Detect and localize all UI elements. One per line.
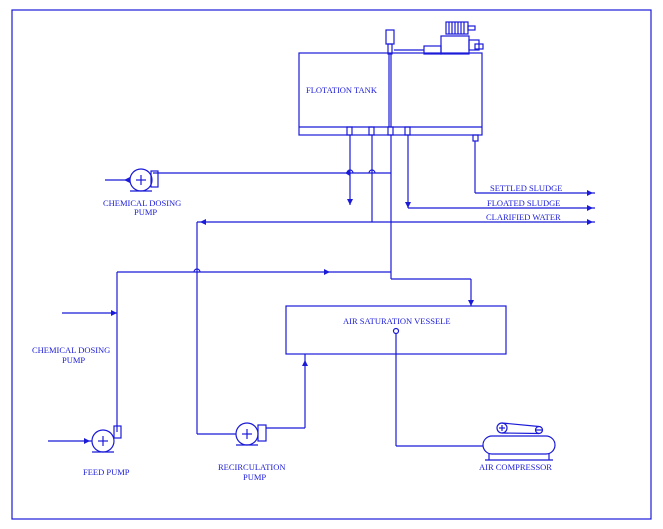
clarified-water-label: CLARIFIED WATER <box>486 212 561 222</box>
chemical-dosing-pump-left-label: CHEMICAL DOSING <box>32 345 110 355</box>
feed-pump-label: FEED PUMP <box>83 467 130 477</box>
chemical-dosing-pump-left-label-2: PUMP <box>62 355 85 365</box>
diagram-frame <box>11 9 652 520</box>
chemical-dosing-pump-top-label: CHEMICAL DOSING <box>103 198 181 208</box>
recirculation-pump-label: RECIRCULATION <box>218 462 286 472</box>
floated-sludge-label: FLOATED SLUDGE <box>487 198 560 208</box>
motor-icon <box>394 21 484 55</box>
arrow-icon <box>84 170 593 444</box>
central-column <box>385 29 395 127</box>
chemical-dosing-pump-top-label-2: PUMP <box>134 207 157 217</box>
air-compressor-label: AIR COMPRESSOR <box>479 462 552 472</box>
compressor-icon <box>482 422 556 461</box>
settled-sludge-label: SETTLED SLUDGE <box>490 183 562 193</box>
flotation-tank-label: FLOTATION TANK <box>306 85 378 95</box>
air-saturation-vessel-label: AIR SATURATION VESSELE <box>343 316 451 326</box>
pump-icon <box>235 422 267 446</box>
pump-icon <box>129 168 159 192</box>
recirculation-pump-label-2: PUMP <box>243 472 266 482</box>
